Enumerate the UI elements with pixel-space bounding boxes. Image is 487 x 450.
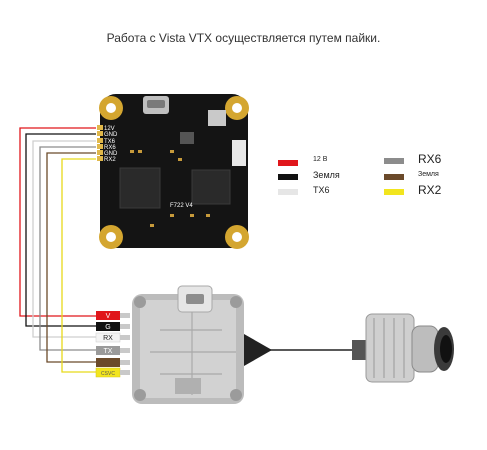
legend-swatch-rx6 [384,158,404,164]
fc-pad-labels: 12V GND TX6 RX6 GND RX2 [104,126,118,163]
legend-label: 12 В [313,156,328,163]
osd-chip [191,169,231,205]
legend-label: RX6 [418,152,442,166]
fc-model-label: F722 V4 [170,203,193,209]
wire-rx2 [61,158,96,373]
vtx-pad-labels: V G RX TX CSVC [101,313,115,377]
legend-label: TX6 [313,185,330,195]
legend-label: Земля [418,171,439,178]
vtx-module [132,285,272,404]
fc-pad-label: GND [104,132,118,138]
vtx-pad-label: G [105,324,110,331]
legend-swatch-rx2 [384,189,404,195]
wire-rx6 [39,146,96,351]
legend-swatch-gnd2 [384,174,404,180]
fc-pad-label: TX6 [104,139,116,145]
fc-pad-label: RX6 [104,145,116,151]
vtx-pad-label: RX [103,335,113,342]
legend-swatch-tx6 [278,189,298,195]
wire-gnd [25,133,96,327]
vtx-pad-label: V [106,313,111,320]
vtx-pad-connectors [95,311,130,378]
vtx-pad-label: TX [104,348,113,355]
wire-12v [19,127,96,317]
vtx-pad-label: CSVC [101,371,115,377]
mcu-chip [119,167,161,209]
wire-gnd2 [46,152,96,363]
legend-swatch-gnd [278,174,298,180]
fc-pad-label: 12V [104,126,115,132]
legend-swatch-12v [278,160,298,166]
legend-label: RX2 [418,183,442,197]
wires [19,127,96,373]
camera [352,313,454,383]
mount-holes [99,96,249,249]
legend-label: Земля [313,170,340,180]
diagram-title: Работа с Vista VTX осуществляется путем … [106,31,381,45]
fc-pad-label: RX2 [104,157,116,163]
wire-tx6 [32,140,96,338]
fc-pad-label: GND [104,151,118,157]
flight-controller [97,94,249,249]
